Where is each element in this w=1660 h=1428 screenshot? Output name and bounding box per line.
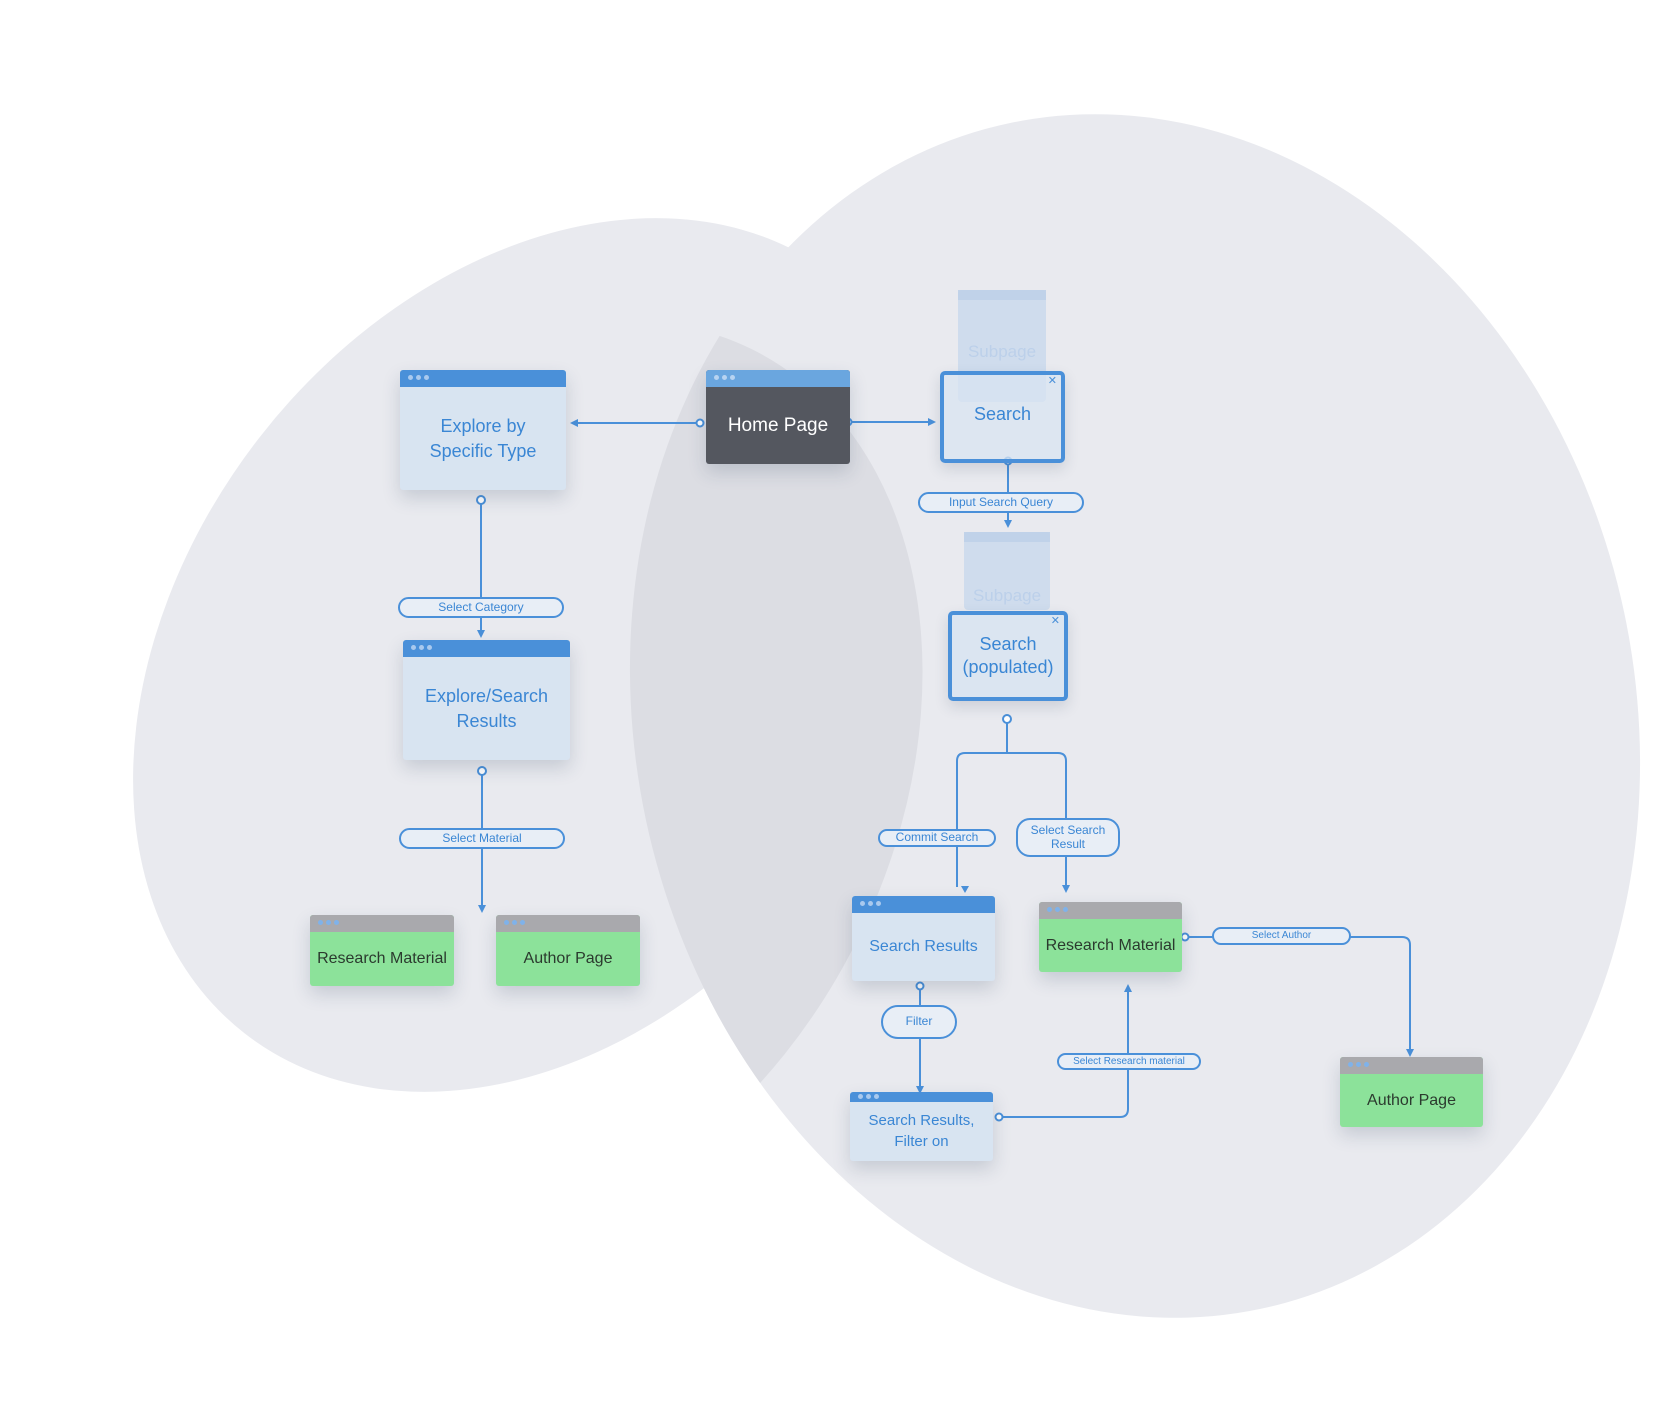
edge-label-input-search-query[interactable]: Input Search Query: [918, 492, 1084, 513]
node-explore-by-specific-type[interactable]: Explore by Specific Type: [400, 370, 566, 490]
edge-label-select-material[interactable]: Select Material: [399, 828, 565, 849]
edge-port: [1180, 932, 1190, 942]
node-author-page-right[interactable]: Author Page: [1340, 1057, 1483, 1127]
edge-label-select-author[interactable]: Select Author: [1212, 927, 1351, 945]
edge-material-to-author: [1186, 936, 1411, 1051]
edge-label-filter[interactable]: Filter: [881, 1005, 957, 1039]
node-research-material-right[interactable]: Research Material: [1039, 902, 1182, 972]
edge-label-select-search-result[interactable]: Select Search Result: [1016, 818, 1120, 857]
edge-split-select-result: [1007, 752, 1067, 888]
node-search-results[interactable]: Search Results: [852, 896, 995, 981]
edge-port: [476, 495, 486, 505]
window-dots-icon: [1047, 907, 1068, 912]
node-label: Search: [973, 404, 1032, 425]
node-label: Search (populated): [962, 633, 1054, 677]
edge-arrowhead: [570, 419, 578, 427]
edge-port: [695, 418, 705, 428]
node-label: Home Page: [727, 414, 829, 436]
window-dots-icon: [411, 645, 432, 650]
node-home-page[interactable]: Home Page: [706, 370, 850, 464]
window-dots-icon: [860, 901, 881, 906]
edge-port: [1002, 714, 1012, 724]
edge-port: [994, 1112, 1004, 1122]
subpage-ghost-label: Subpage: [972, 586, 1042, 605]
window-titlebar: [496, 915, 640, 932]
close-icon[interactable]: ✕: [1050, 615, 1060, 627]
node-search[interactable]: ✕ Search: [940, 371, 1065, 463]
subpage-ghost-titlebar: [964, 532, 1050, 542]
node-search-results-filter-on[interactable]: Search Results, Filter on: [850, 1092, 993, 1161]
window-titlebar: [403, 640, 570, 657]
node-research-material-left[interactable]: Research Material: [310, 915, 454, 986]
window-titlebar: [310, 915, 454, 932]
subpage-ghost-titlebar: [958, 290, 1046, 300]
edge-label-select-research-material[interactable]: Select Research material: [1057, 1053, 1201, 1070]
node-label: Research Material: [317, 950, 447, 968]
window-titlebar: [852, 896, 995, 913]
node-label: Author Page: [1367, 1091, 1456, 1109]
node-label: Explore by Specific Type: [429, 416, 537, 461]
edge-arrowhead: [1004, 520, 1012, 528]
edge-arrowhead: [478, 905, 486, 913]
window-titlebar: [706, 370, 850, 387]
node-label: Search Results, Filter on: [868, 1112, 975, 1150]
node-label: Author Page: [523, 950, 613, 968]
window-titlebar: [1340, 1057, 1483, 1074]
edge-port: [477, 766, 487, 776]
window-dots-icon: [858, 1094, 879, 1099]
edge-arrowhead: [1062, 885, 1070, 893]
edge-arrowhead: [477, 630, 485, 638]
window-dots-icon: [1348, 1062, 1369, 1067]
window-titlebar: [850, 1092, 993, 1102]
window-dots-icon: [408, 375, 429, 380]
edge-label-select-category[interactable]: Select Category: [398, 597, 564, 618]
edge-label-commit-search[interactable]: Commit Search: [878, 829, 996, 847]
node-author-page-left[interactable]: Author Page: [496, 915, 640, 986]
node-label: Search Results: [869, 938, 978, 956]
edge-arrowhead: [916, 1086, 924, 1094]
window-titlebar: [400, 370, 566, 387]
node-explore-search-results[interactable]: Explore/Search Results: [403, 640, 570, 760]
window-dots-icon: [504, 920, 525, 925]
edge-arrowhead: [961, 886, 969, 893]
edge-port: [915, 981, 925, 991]
edge-split-commit-search: [956, 752, 1007, 887]
window-dots-icon: [318, 920, 339, 925]
window-dots-icon: [714, 375, 735, 380]
edge-arrowhead: [1406, 1049, 1414, 1057]
edge-arrowhead: [928, 418, 936, 426]
node-label: Research Material: [1045, 936, 1176, 954]
subpage-ghost-label: Subpage: [967, 342, 1037, 361]
subpage-ghost-2: Subpage: [964, 532, 1050, 610]
node-label: Explore/Search Results: [424, 686, 549, 731]
edge-filtered-to-material: [1000, 990, 1129, 1118]
window-titlebar: [1039, 902, 1182, 919]
node-search-populated[interactable]: ✕ Search (populated): [948, 611, 1068, 701]
edge-arrowhead: [1124, 984, 1132, 992]
close-icon[interactable]: ✕: [1047, 375, 1057, 387]
